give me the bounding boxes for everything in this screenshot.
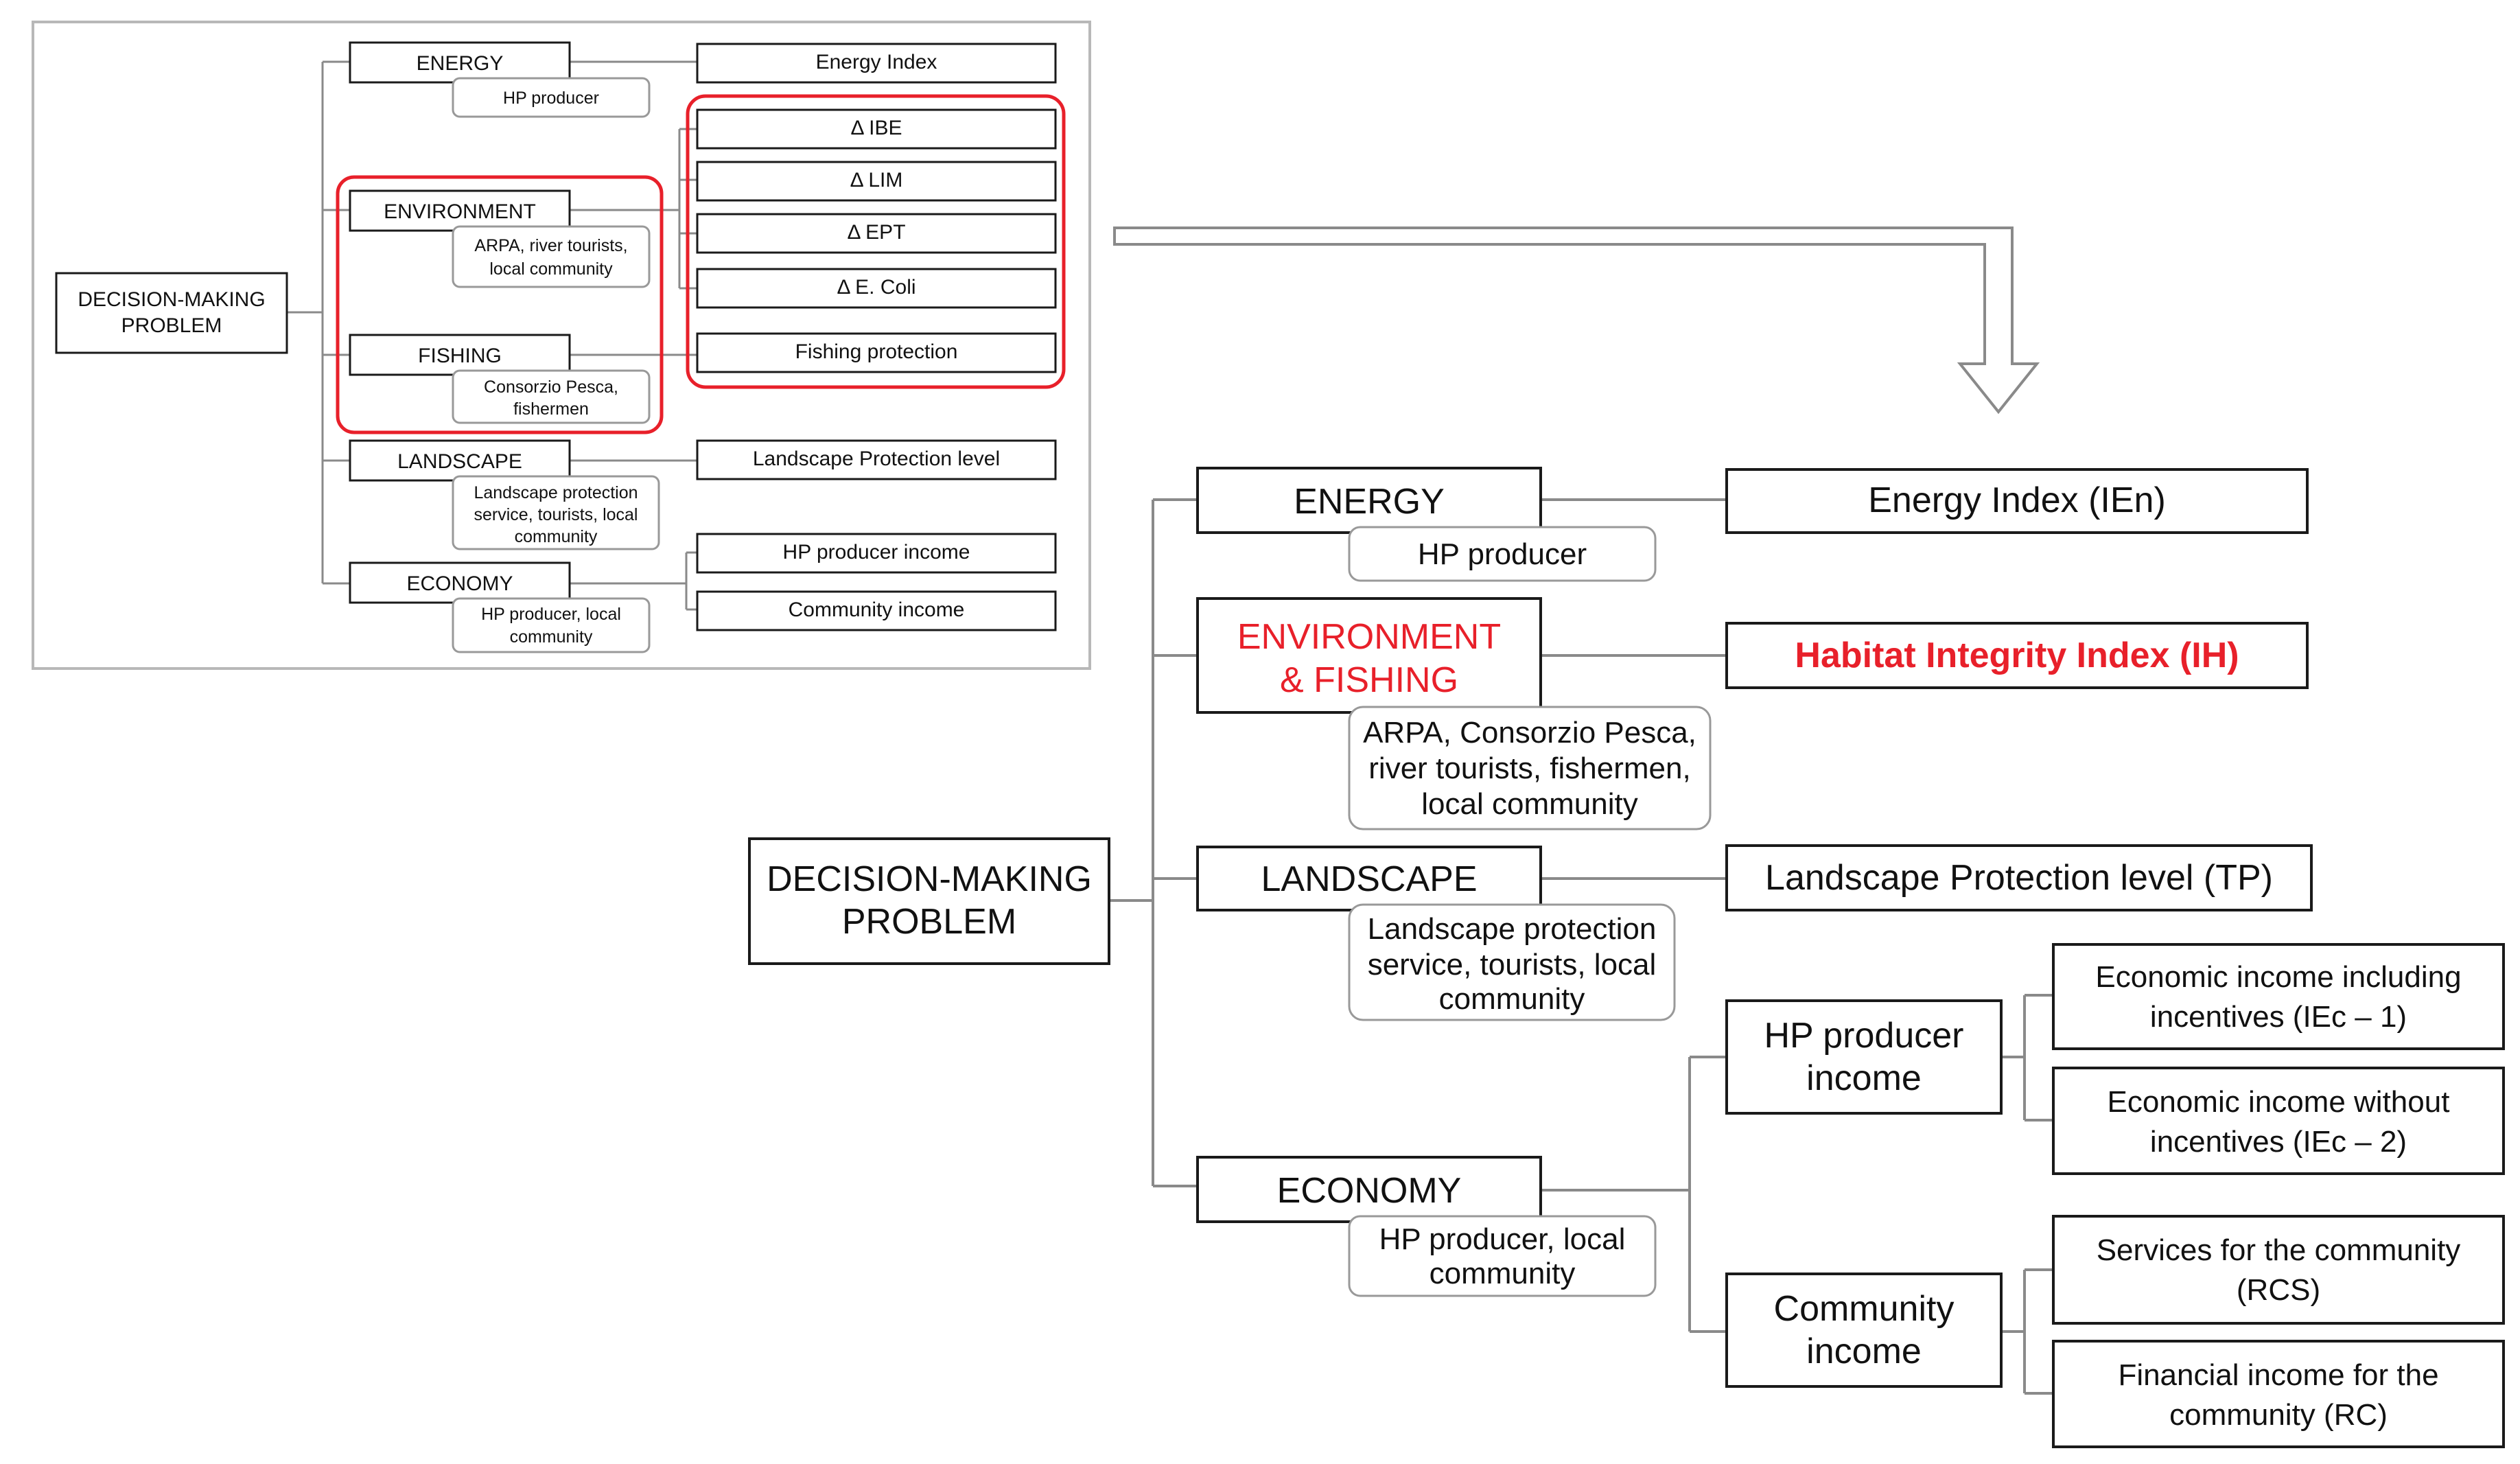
main-node-label-line-2: income bbox=[1806, 1058, 1922, 1098]
main-category-label: ENERGY bbox=[1294, 482, 1445, 522]
main-category-energy: ENERGY HP producer Energy Index (IEn) bbox=[1196, 467, 2309, 582]
main-connectors bbox=[1109, 498, 2053, 1395]
main-stakeholder-text: community bbox=[1439, 982, 1585, 1016]
main-indicator-iec-1: Economic income including incentives (IE… bbox=[2052, 943, 2505, 1050]
main-stakeholder-text: local community bbox=[1421, 787, 1637, 821]
inset-stakeholder-text: community bbox=[510, 627, 593, 647]
main-category-label-line-2: & FISHING bbox=[1280, 660, 1458, 700]
main-category-label: ECONOMY bbox=[1277, 1171, 1462, 1211]
inset-indicator-delta-ibe: Δ IBE bbox=[850, 117, 902, 139]
main-node-community-income: Community income bbox=[1725, 1273, 2003, 1388]
main-node-hp-producer-income: HP producer income bbox=[1725, 999, 2003, 1115]
main-node-label-line-1: HP producer bbox=[1764, 1016, 1964, 1056]
inset-stakeholder-text: service, tourists, local bbox=[474, 505, 638, 524]
main-category-label-line-1: ENVIRONMENT bbox=[1237, 617, 1501, 657]
inset-category-label: LANDSCAPE bbox=[397, 450, 522, 473]
inset-stakeholder-text: HP producer, local bbox=[481, 605, 621, 624]
main-category-label: LANDSCAPE bbox=[1261, 859, 1478, 899]
inset-stakeholder-text: community bbox=[515, 527, 598, 546]
transition-arrow bbox=[1113, 226, 2040, 415]
inset-root-node: DECISION-MAKING PROBLEM bbox=[55, 272, 288, 354]
inset-stakeholder-text: ARPA, river tourists, bbox=[474, 236, 627, 255]
main-indicator-rcs: Services for the community (RCS) bbox=[2052, 1215, 2505, 1325]
main-indicator-line-1: Economic income without bbox=[2108, 1085, 2450, 1119]
main-indicator-rc: Financial income for the community (RC) bbox=[2052, 1340, 2505, 1448]
main-stakeholder-text: HP producer bbox=[1418, 537, 1587, 571]
inset-indicator-delta-ept: Δ EPT bbox=[847, 221, 905, 244]
main-indicator-line-1: Services for the community bbox=[2097, 1233, 2461, 1267]
main-stakeholder-text: river tourists, fishermen, bbox=[1368, 752, 1690, 785]
main-category-economy: ECONOMY HP producer, local community bbox=[1196, 1156, 1657, 1297]
main-indicator-line-2: community (RC) bbox=[2169, 1398, 2388, 1432]
inset-indicator-fishing-protection: Fishing protection bbox=[795, 340, 958, 363]
main-indicator-line-1: Economic income including bbox=[2095, 960, 2461, 994]
main-node-label-line-2: income bbox=[1806, 1332, 1922, 1371]
inset-category-fishing: FISHING Consorzio Pesca, fishermen bbox=[349, 334, 651, 424]
inset-stakeholder-text: Landscape protection bbox=[474, 483, 638, 502]
inset-root-line-1: DECISION-MAKING bbox=[78, 288, 265, 311]
main-indicator-energy-index: Energy Index (IEn) bbox=[1868, 480, 2166, 520]
main-indicator-landscape-protection: Landscape Protection level (TP) bbox=[1765, 858, 2273, 898]
inset-indicator-hp-income: HP producer income bbox=[783, 541, 970, 563]
inset-connectors bbox=[287, 60, 697, 611]
inset-category-label: ENVIRONMENT bbox=[384, 200, 536, 223]
main-indicator-line-2: incentives (IEc – 1) bbox=[2150, 1000, 2407, 1034]
inset-stakeholder-text: local community bbox=[489, 259, 613, 279]
highlight-indicator-group bbox=[686, 94, 1066, 389]
inset-indicator-delta-ecoli: Δ E. Coli bbox=[837, 276, 915, 299]
main-indicator-habitat-integrity: Habitat Integrity Index (IH) bbox=[1795, 636, 2239, 675]
inset-category-environment: ENVIRONMENT ARPA, river tourists, local … bbox=[349, 189, 651, 288]
inset-category-label: ENERGY bbox=[417, 52, 504, 75]
inset-indicator-energy-index: Energy Index bbox=[816, 51, 937, 73]
main-indicator-line-2: incentives (IEc – 2) bbox=[2150, 1125, 2407, 1159]
inset-root-line-2: PROBLEM bbox=[121, 314, 222, 337]
main-stakeholder-text: ARPA, Consorzio Pesca, bbox=[1363, 716, 1696, 750]
inset-category-economy: ECONOMY HP producer, local community bbox=[349, 561, 651, 653]
inset-category-landscape: LANDSCAPE Landscape protection service, … bbox=[349, 439, 660, 550]
main-root-line-1: DECISION-MAKING bbox=[767, 859, 1092, 899]
main-stakeholder-text: HP producer, local bbox=[1379, 1222, 1626, 1256]
main-root-line-2: PROBLEM bbox=[842, 902, 1016, 942]
inset-category-label: FISHING bbox=[418, 345, 502, 367]
inset-category-energy: ENERGY HP producer bbox=[349, 41, 651, 118]
main-stakeholder-text: Landscape protection bbox=[1368, 912, 1657, 946]
inset-indicator-delta-lim: Δ LIM bbox=[850, 169, 903, 191]
main-category-landscape: LANDSCAPE Landscape protection service, … bbox=[1196, 844, 2313, 1021]
main-indicator-line-2: (RCS) bbox=[2237, 1273, 2320, 1307]
inset-indicator-landscape-protection: Landscape Protection level bbox=[753, 448, 1000, 470]
inset-stakeholder-text: HP producer bbox=[503, 89, 599, 108]
inset-indicator-community-income: Community income bbox=[789, 599, 965, 621]
main-indicator-line-1: Financial income for the bbox=[2118, 1358, 2438, 1392]
main-node-label-line-1: Community bbox=[1774, 1289, 1955, 1329]
highlight-env-fishing-group bbox=[336, 175, 664, 434]
inset-indicator-list: Energy Index Δ IBE Δ LIM Δ EPT Δ E. Coli… bbox=[696, 43, 1057, 631]
inset-category-label: ECONOMY bbox=[406, 572, 513, 595]
main-indicator-iec-2: Economic income without incentives (IEc … bbox=[2052, 1067, 2505, 1175]
inset-stakeholder-text: fishermen bbox=[513, 399, 589, 419]
main-category-env-fishing: ENVIRONMENT & FISHING ARPA, Consorzio Pe… bbox=[1196, 597, 2309, 830]
main-root-node: DECISION-MAKING PROBLEM bbox=[748, 837, 1110, 965]
main-stakeholder-text: community bbox=[1430, 1257, 1576, 1290]
main-stakeholder-text: service, tourists, local bbox=[1368, 948, 1657, 981]
inset-stakeholder-text: Consorzio Pesca, bbox=[484, 377, 618, 397]
